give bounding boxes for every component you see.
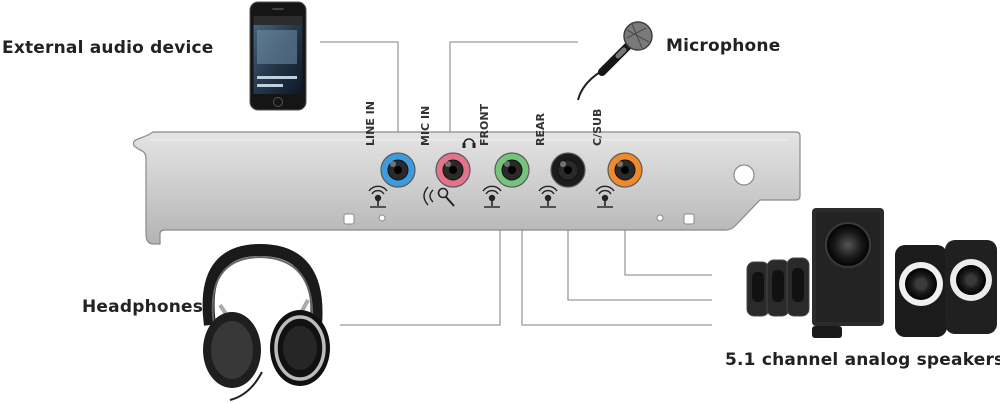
- port-c-sub[interactable]: [607, 152, 643, 188]
- line-in-jack-icon: [368, 185, 388, 208]
- speakers-icon: [746, 208, 997, 338]
- front-out-jack-icon: [482, 185, 502, 208]
- port-label-c-sub: C/SUB: [591, 109, 604, 146]
- external-audio-device-label: External audio device: [2, 38, 214, 58]
- pci-bracket: [132, 131, 801, 245]
- rear-out-jack-icon: [538, 185, 558, 208]
- smartphone-icon: [249, 1, 307, 111]
- microphone-jack-icon: [423, 186, 455, 207]
- line-in-connector: [320, 41, 399, 150]
- port-label-front: FRONT: [478, 103, 491, 146]
- port-label-line-in: LINE IN: [364, 101, 377, 146]
- bracket-screw-hole: [733, 164, 755, 186]
- headphones-icon: [202, 243, 330, 401]
- mic-in-connector: [449, 41, 578, 150]
- microphone-label: Microphone: [666, 36, 781, 56]
- headphone-glyph-icon: [462, 138, 476, 148]
- port-line-in[interactable]: [380, 152, 416, 188]
- rear-connector: [567, 205, 712, 301]
- port-rear[interactable]: [550, 152, 586, 188]
- headphones-label: Headphones: [82, 297, 204, 317]
- port-mic-in[interactable]: [435, 152, 471, 188]
- speakers-label: 5.1 channel analog speakers: [725, 350, 1000, 370]
- port-front[interactable]: [494, 152, 530, 188]
- audio-ports: LINE IN MIC IN FRONT REAR C/SUB: [364, 101, 643, 208]
- center-sub-jack-icon: [595, 185, 615, 208]
- port-label-rear: REAR: [534, 113, 547, 146]
- microphone-icon: [577, 21, 653, 101]
- port-label-mic-in: MIC IN: [419, 106, 432, 146]
